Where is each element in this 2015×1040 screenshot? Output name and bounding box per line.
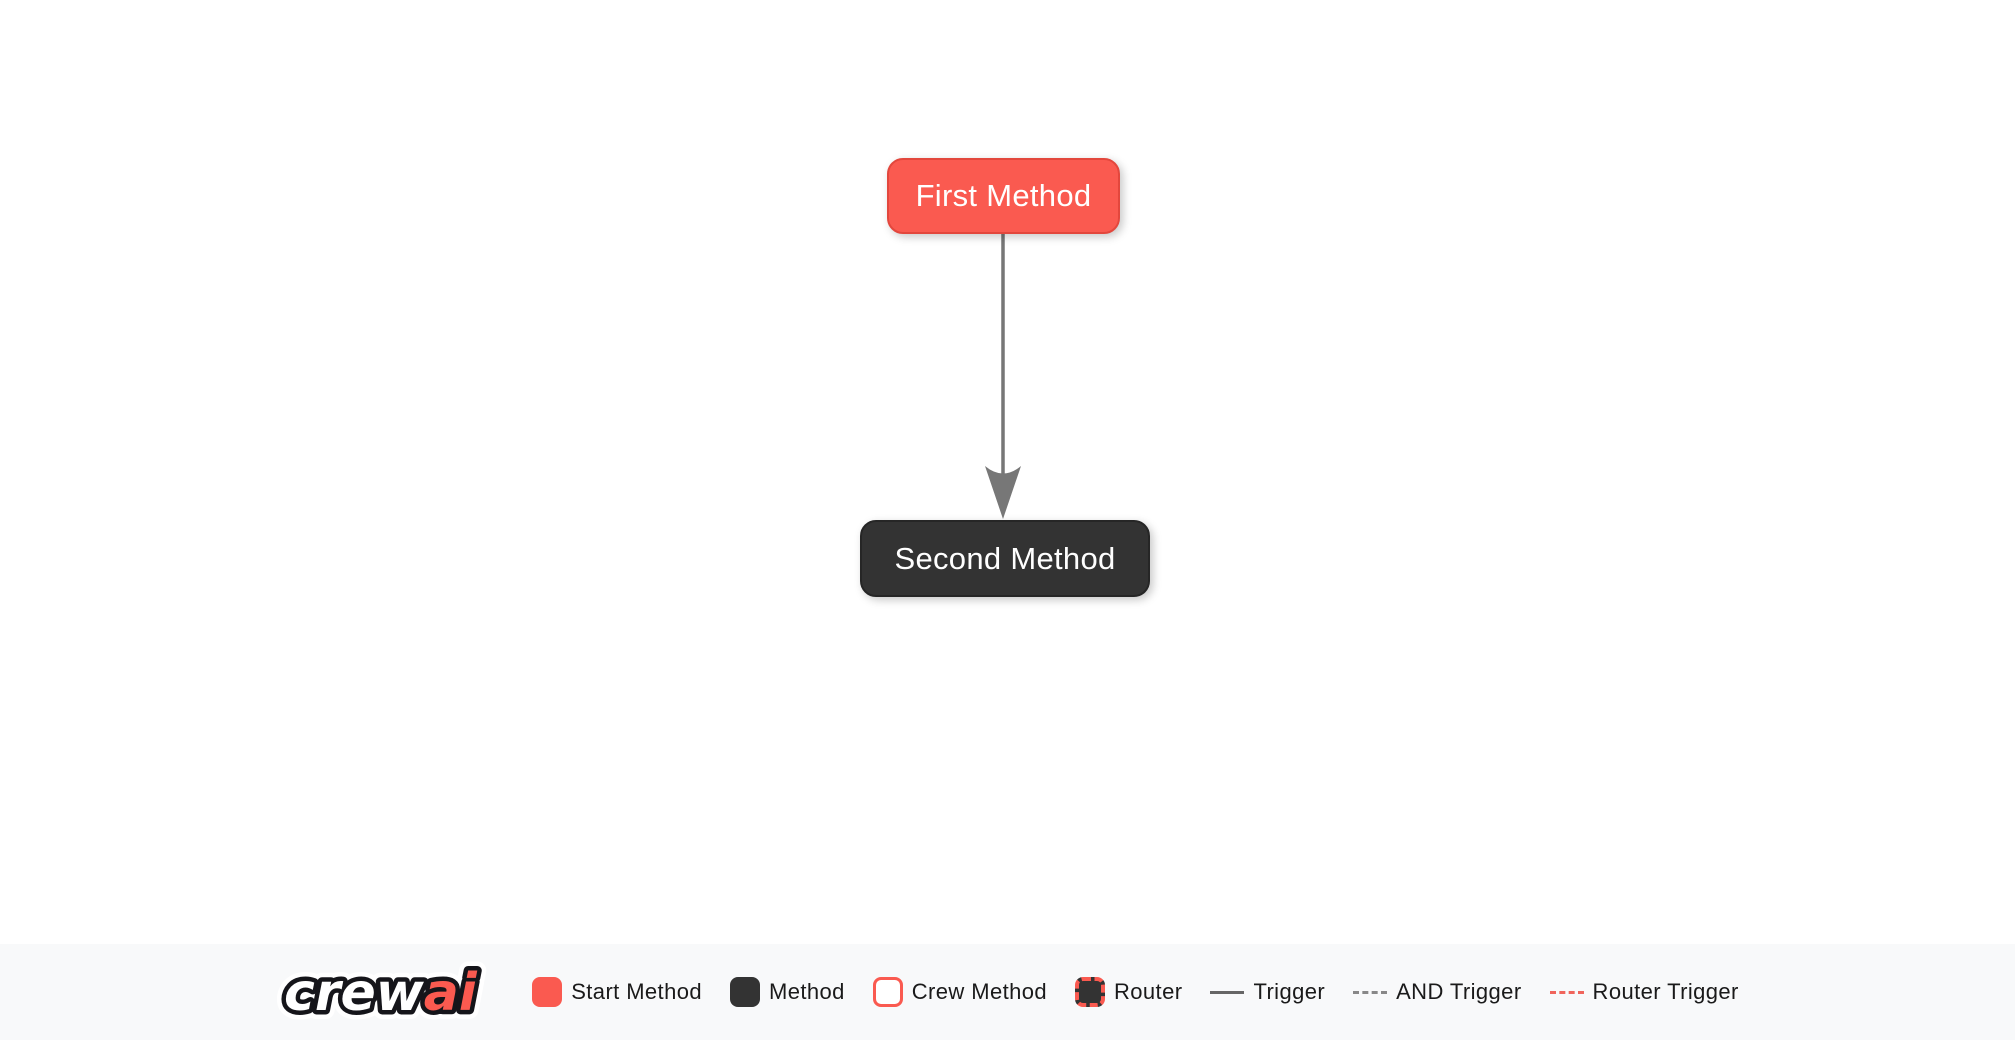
legend-label: Start Method xyxy=(571,979,702,1004)
crewai-logo: crewai crewai crewai xyxy=(276,956,494,1028)
logo-ai-text: ai xyxy=(424,963,478,1023)
logo-wordmark: crewai xyxy=(284,963,478,1023)
legend-label: Crew Method xyxy=(911,979,1047,1004)
method-swatch-icon xyxy=(729,977,760,1007)
legend-item-router: Router xyxy=(1075,977,1182,1007)
router-swatch-icon xyxy=(1075,977,1105,1007)
legend-bar: crewai crewai crewai Start Method Method… xyxy=(0,944,2015,1040)
logo-halo: crewai xyxy=(284,963,478,1023)
trigger-line-icon xyxy=(1210,990,1245,994)
router-trigger-line-icon xyxy=(1549,990,1584,994)
trigger-edge-arrowhead xyxy=(985,466,1021,519)
crewai-logo-svg: crewai crewai crewai xyxy=(276,956,487,1028)
logo-outline: crewai xyxy=(284,963,478,1023)
flow-canvas[interactable]: First Method Second Method xyxy=(0,0,2015,944)
legend-label: AND Trigger xyxy=(1396,979,1522,1004)
node-first-method[interactable]: First Method xyxy=(887,158,1120,234)
legend-item-trigger: Trigger xyxy=(1210,979,1325,1005)
node-first-method-label: First Method xyxy=(915,178,1092,213)
node-second-method-label: Second Method xyxy=(894,540,1116,576)
legend-item-start-method: Start Method xyxy=(532,977,702,1007)
legend-label: Method xyxy=(768,979,845,1004)
edge-layer xyxy=(985,234,1021,519)
legend-label: Router xyxy=(1114,979,1183,1004)
legend-item-crew-method: Crew Method xyxy=(872,977,1047,1007)
legend-item-and-trigger: AND Trigger xyxy=(1353,979,1521,1005)
legend-label: Trigger xyxy=(1253,979,1326,1004)
crew-method-swatch-icon xyxy=(872,977,903,1007)
start-method-swatch-icon xyxy=(532,977,563,1007)
legend-item-router-trigger: Router Trigger xyxy=(1549,979,1739,1005)
and-trigger-line-icon xyxy=(1353,990,1388,994)
logo-crew-text: crew xyxy=(284,963,425,1023)
legend-label: Router Trigger xyxy=(1592,979,1739,1004)
node-second-method[interactable]: Second Method xyxy=(860,520,1150,597)
legend-item-method: Method xyxy=(729,977,845,1007)
